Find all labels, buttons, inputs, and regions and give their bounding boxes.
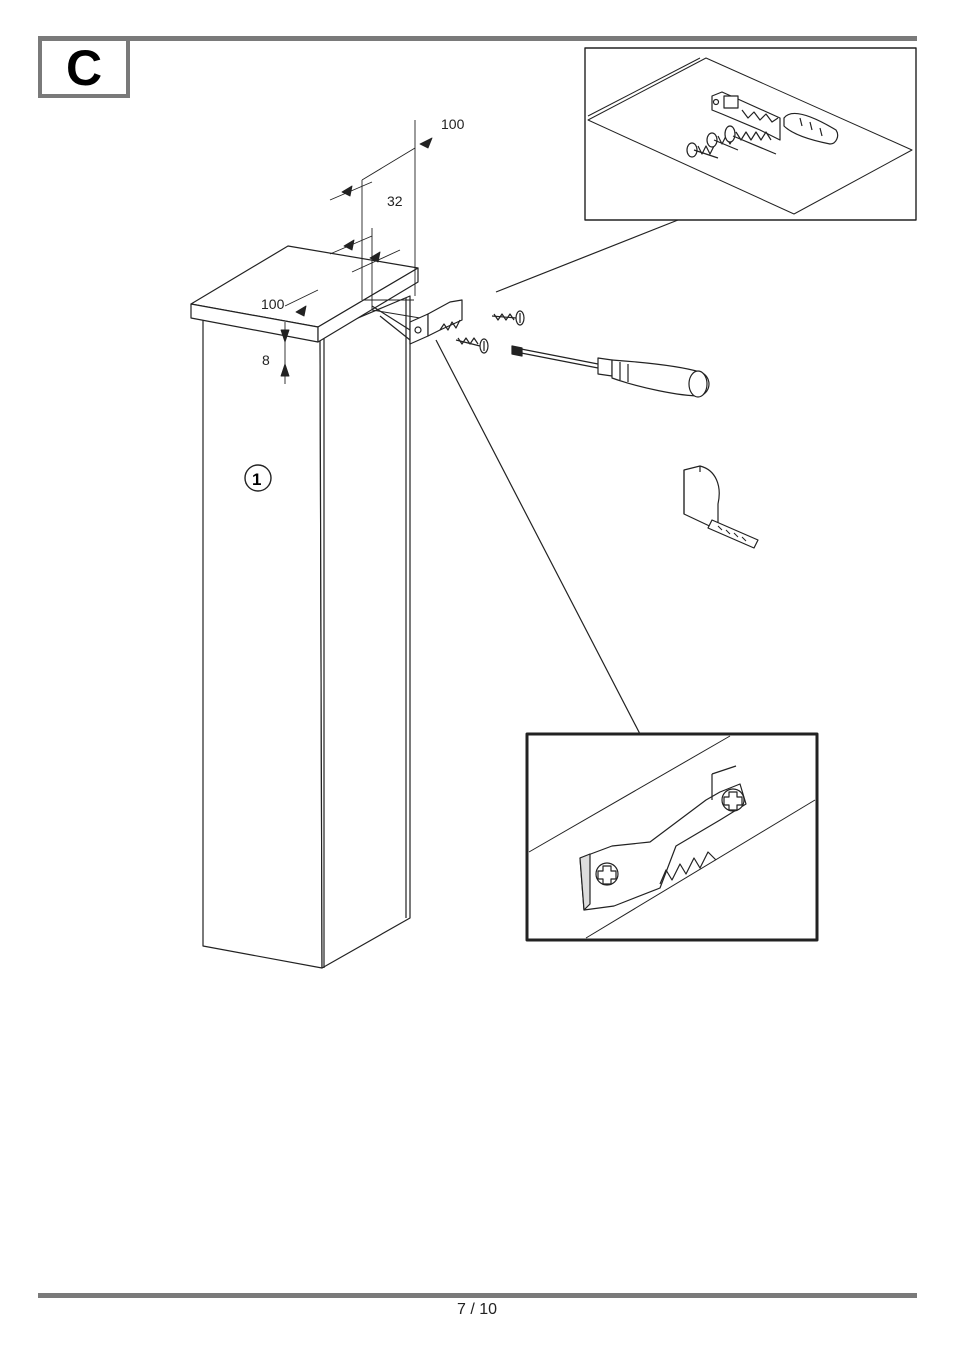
tape-measure-icon bbox=[684, 466, 758, 548]
screw-icon-2 bbox=[456, 338, 488, 353]
leader-line-top bbox=[496, 220, 678, 292]
hanger-detail-inset bbox=[527, 734, 817, 940]
screw-icon bbox=[492, 311, 524, 325]
hardware-inset bbox=[585, 48, 916, 220]
dimension-top: 100 bbox=[441, 116, 465, 132]
dimension-depth: 32 bbox=[387, 193, 403, 209]
footer-rule bbox=[38, 1293, 917, 1298]
leader-line-bottom bbox=[436, 340, 640, 734]
cabinet-body bbox=[203, 296, 410, 968]
page-number: 7 / 10 bbox=[0, 1301, 954, 1319]
dimension-side: 100 bbox=[261, 296, 285, 312]
dimension-height: 8 bbox=[262, 352, 270, 368]
part-number: 1 bbox=[252, 470, 261, 489]
screwdriver-icon bbox=[512, 346, 709, 397]
